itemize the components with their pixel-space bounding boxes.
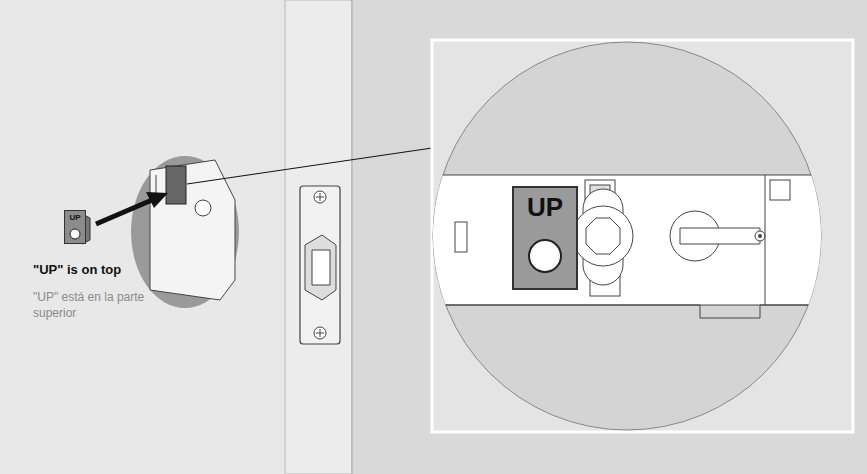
latch-insert: UP bbox=[64, 210, 86, 244]
caption-text: "UP" is on top bbox=[33, 262, 233, 279]
caption-text: "UP" está en la parte superior bbox=[33, 290, 145, 321]
insert-label: UP bbox=[65, 214, 85, 222]
insert-closeup: UP bbox=[512, 186, 578, 290]
insert-label: UP bbox=[514, 194, 576, 220]
